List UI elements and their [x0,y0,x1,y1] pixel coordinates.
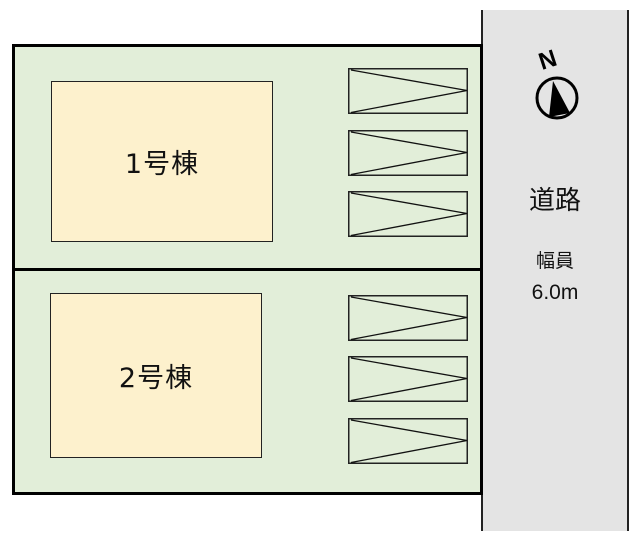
parking-space [348,418,468,464]
building-2: 2号棟 [50,293,262,458]
building-2-label: 2号棟 [118,363,194,394]
road-width-label: 幅員 [535,250,574,272]
parking-space [348,130,468,176]
building-1-label: 1号棟 [124,149,200,180]
north-arrow-icon: N [525,38,590,128]
parking-space [348,68,468,114]
parking-space [348,295,468,341]
lot-divider [12,268,483,271]
compass-north-label: N [535,45,560,76]
parking-space [348,191,468,237]
road-label: 道路 [528,186,581,216]
road-width-value: 6.0m [531,281,579,304]
building-1: 1号棟 [51,81,273,242]
parking-space [348,356,468,402]
